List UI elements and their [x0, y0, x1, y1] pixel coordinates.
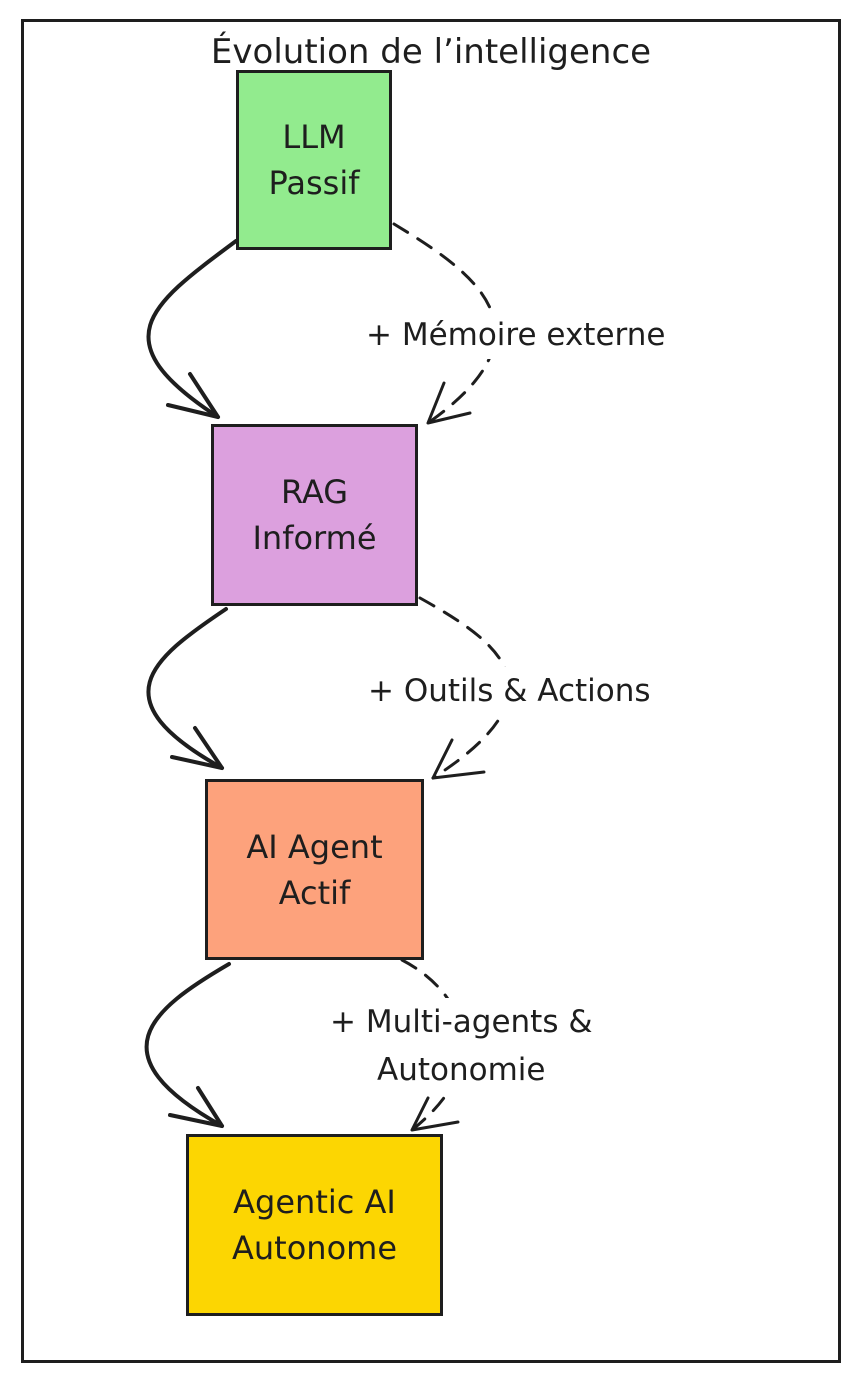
node-ai-agent-box: AI Agent Actif: [205, 779, 424, 960]
node-agentic-ai-box: Agentic AI Autonome: [186, 1134, 443, 1316]
solid-arrowhead-llm-to-rag: [166, 372, 220, 419]
solid-arrowhead-agent-to-agentic: [168, 1086, 224, 1128]
node-rag-box: RAG Informé: [211, 424, 418, 606]
dashed-arrowhead-llm-to-rag: [426, 381, 472, 425]
node-ai-agent-line2: Actif: [278, 873, 351, 912]
solid-arrowhead-rag-to-agent: [170, 726, 224, 770]
dashed-arrow-llm-to-rag: [392, 222, 497, 425]
node-llm-line2: Passif: [268, 164, 360, 202]
node-ai-agent-line1: AI Agent: [246, 827, 383, 866]
solid-arrow-llm-to-rag: [146, 239, 238, 419]
edge-label-multi-agents-line2: Autonomie: [377, 1052, 546, 1088]
node-agentic-ai-line2: Autonome: [231, 1229, 397, 1267]
node-rag-line1: RAG: [280, 473, 349, 511]
edge-label-multi-agents: + Multi-agents & Autonomie: [326, 998, 597, 1094]
dashed-arrowhead-agent-to-agentic: [410, 1096, 460, 1132]
edge-label-multi-agents-line1: + Multi-agents &: [330, 1004, 593, 1040]
dashed-arrowhead-rag-to-agent: [431, 738, 486, 780]
diagram-frame: [21, 19, 841, 1363]
node-rag-line2: Informé: [252, 519, 377, 557]
solid-arrow-agent-to-agentic: [144, 962, 231, 1128]
edge-label-outils-actions: + Outils & Actions: [364, 667, 655, 715]
edge-label-memoire-externe: + Mémoire externe: [362, 311, 670, 359]
solid-arrow-rag-to-agent: [146, 607, 228, 770]
node-agentic-ai-line1: Agentic AI: [233, 1183, 396, 1221]
node-llm-line1: LLM: [282, 118, 346, 156]
diagram-title: Évolution de l’intelligence: [210, 32, 652, 72]
node-llm-box: LLM Passif: [236, 70, 392, 250]
